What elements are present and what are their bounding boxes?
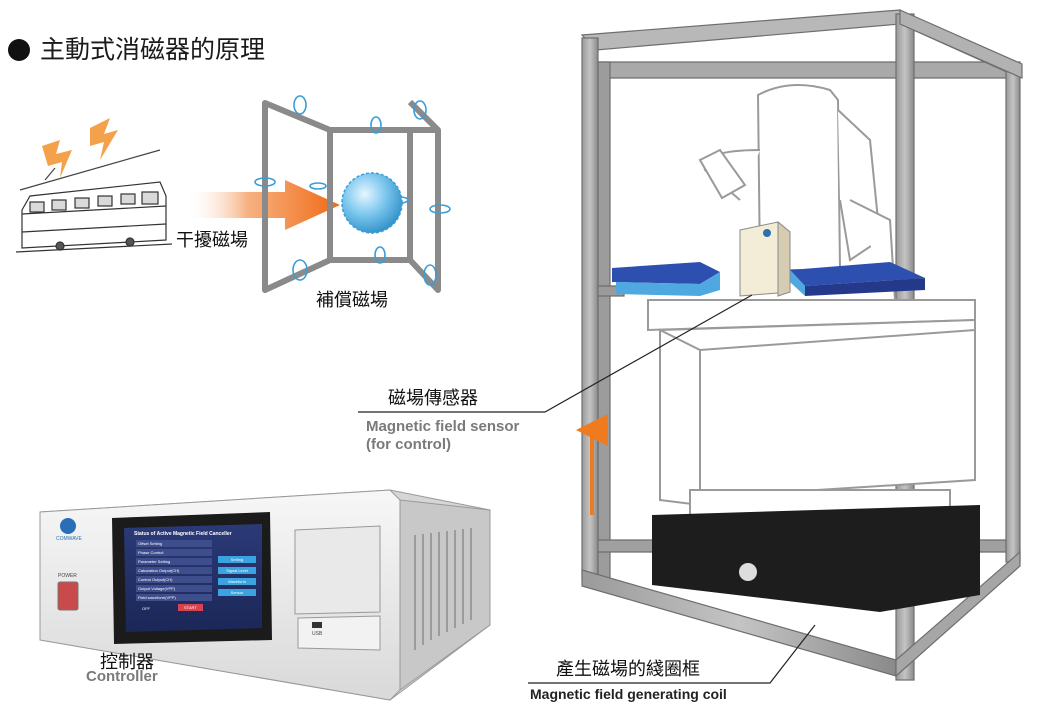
bullet-icon [8, 39, 30, 61]
screen-state: OFF [142, 606, 150, 611]
screen-row: Calculation Output(CH) [136, 567, 212, 574]
screen-title: Status of Active Magnetic Field Cancelle… [134, 531, 232, 537]
coil-plates [612, 262, 925, 296]
sensor-label-en-1: Magnetic field sensor [366, 418, 520, 435]
leader-lines [358, 294, 816, 684]
screen-button-sensor[interactable]: Sensor [218, 589, 256, 596]
power-switch [57, 581, 79, 611]
screen-row: Control Output(CH) [136, 576, 212, 583]
controller-label-zh: 控制器 [100, 652, 154, 673]
page-title-text: 主動式消磁器的原理 [40, 35, 266, 64]
screen-row: Offset Setting [136, 540, 212, 547]
lightning-icon [42, 118, 118, 178]
coil-label-zh: 產生磁場的綫圈框 [556, 659, 700, 680]
screen-row: Field waveform(VPP) [136, 594, 212, 601]
screen-button-signal-level[interactable]: Signal Level [218, 567, 256, 574]
screen-row: Phase Control [136, 549, 212, 556]
coil-label-en: Magnetic field generating coil [530, 686, 727, 702]
compensation-field-label: 補償磁場 [316, 290, 388, 311]
sensor-label-en-2: (for control) [366, 436, 451, 453]
power-label: POWER [58, 573, 77, 579]
vibration-base [652, 505, 980, 612]
sensor-label-zh: 磁場傳感器 [388, 388, 478, 409]
interference-field-label: 干擾磁場 [176, 230, 248, 251]
usb-label: USB [312, 631, 323, 637]
screen-row: Parameter Setting [136, 558, 212, 565]
screen-row: Output Voltage(VPP) [136, 585, 212, 592]
magnetic-field-sensor [739, 220, 791, 297]
brand-label: COMWAVE [56, 536, 82, 542]
train-illustration [15, 149, 173, 253]
screen-button-waveform[interactable]: Waveform [218, 578, 256, 585]
brand-logo-icon [60, 518, 76, 534]
microscope-illustration [647, 84, 976, 521]
controller-screen: Status of Active Magnetic Field Cancelle… [128, 528, 260, 626]
shielded-space-sphere [341, 172, 403, 234]
screen-start-button[interactable]: START [178, 604, 203, 611]
controller-label-en: Controller [86, 668, 158, 685]
page-title: 主動式消磁器的原理 [8, 30, 265, 66]
screen-button-setting[interactable]: Setting [218, 556, 256, 563]
